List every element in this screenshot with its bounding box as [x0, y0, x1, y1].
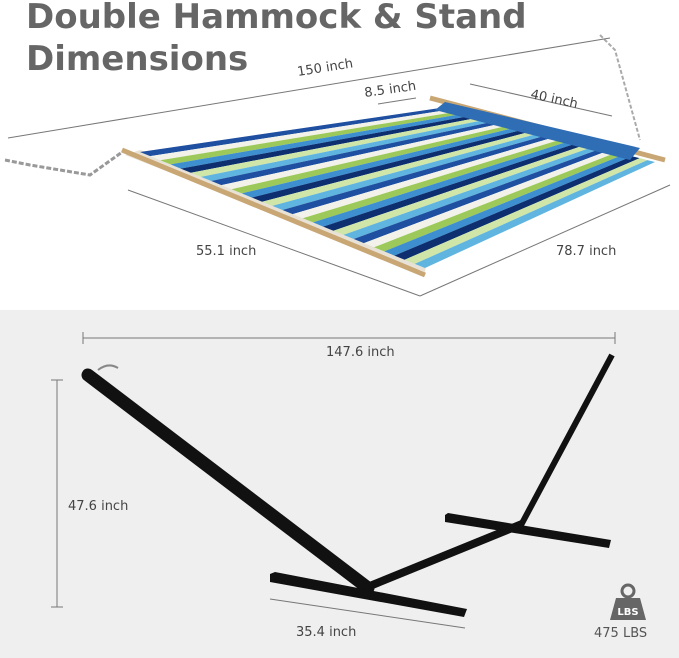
hammock-bed	[140, 108, 655, 268]
hammock-stripe	[170, 113, 471, 169]
length-label: 150 inch	[296, 56, 354, 80]
hammock-stripe	[262, 131, 540, 206]
hammock-stripe	[190, 117, 487, 177]
hammock-stripe	[363, 150, 617, 248]
hammock-stripe	[272, 133, 548, 210]
hammock-stripe	[414, 160, 655, 268]
hammock-image	[4, 34, 666, 278]
stand-height-label: 47.6 inch	[68, 499, 128, 514]
stand-section	[0, 310, 679, 658]
hammock-stripe	[353, 148, 609, 244]
hammock-stripe	[201, 119, 494, 181]
hammock-stripe	[241, 127, 525, 198]
left-chain	[4, 148, 126, 177]
hammock-stripe	[394, 156, 640, 260]
hammock-dimensions	[7, 37, 671, 297]
hammock-stripe	[313, 140, 579, 227]
title-line-2: Dimensions	[26, 39, 249, 79]
hammock-stripe	[231, 125, 517, 194]
pillow	[435, 102, 640, 160]
hammock-stripe	[333, 144, 594, 235]
stand-image	[81, 353, 615, 617]
weight-icon-text: LBS	[617, 607, 638, 618]
hammock-stripe	[211, 121, 502, 186]
hammock-stripe	[302, 138, 571, 223]
hammock-stripe	[150, 109, 456, 161]
hammock-stripe	[292, 136, 563, 219]
pillow-label: 8.5 inch	[363, 79, 417, 101]
left-spreader-bar	[121, 147, 426, 278]
hammock-stripe	[282, 135, 556, 215]
hammock-stripe	[180, 115, 479, 173]
page-title: Double Hammock & Stand Dimensions	[26, 0, 527, 80]
right-chain	[599, 34, 641, 141]
hammock-stripe	[343, 146, 602, 239]
stand-base-label: 35.4 inch	[296, 625, 356, 640]
stand-dimensions	[51, 332, 616, 629]
hammock-stripe	[221, 123, 510, 190]
title-line-1: Double Hammock & Stand	[26, 0, 527, 37]
pillow-width-label: 40 inch	[529, 87, 579, 112]
hammock-stripe	[374, 152, 625, 252]
hammock-stripe	[160, 111, 464, 165]
hammock-stripe	[404, 158, 648, 264]
weight-capacity: 475 LBS	[594, 626, 648, 641]
hammock-stripe	[384, 154, 632, 256]
hammock-stripe	[323, 142, 586, 231]
width-label: 55.1 inch	[196, 244, 256, 259]
bed-length-label: 78.7 inch	[556, 244, 616, 259]
stand-length-label: 147.6 inch	[326, 345, 395, 360]
hammock-stripe	[251, 129, 533, 202]
weight-icon: LBS	[610, 583, 646, 620]
hammock-stripe	[140, 108, 448, 157]
